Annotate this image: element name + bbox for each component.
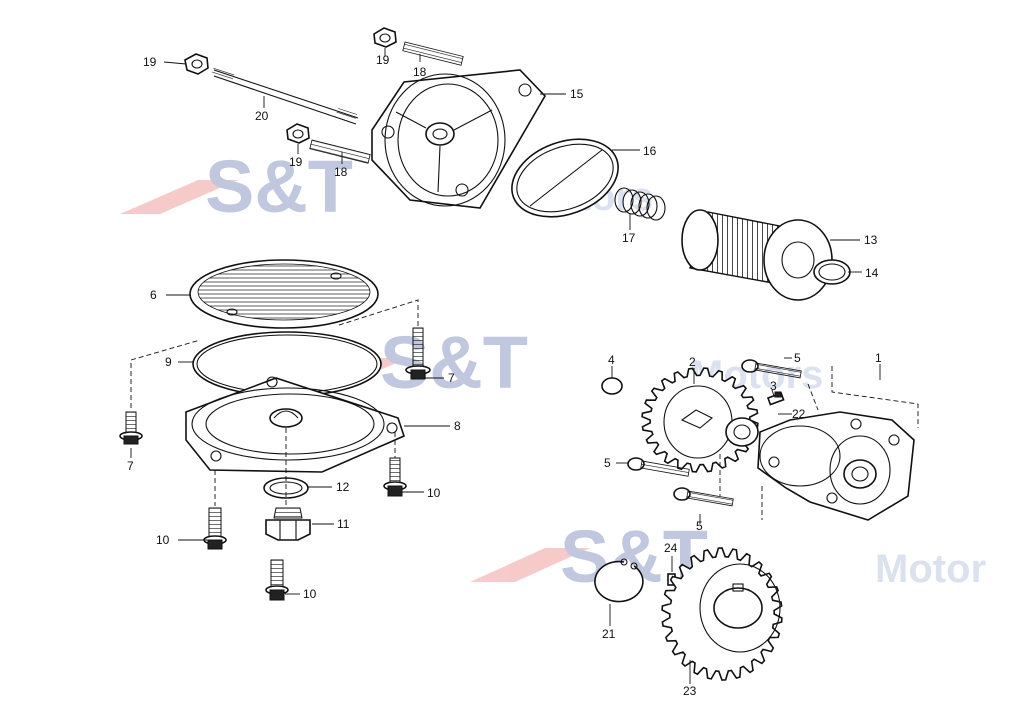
callout-21: 21 — [602, 627, 616, 641]
leader-lines — [130, 48, 881, 684]
callout-5-top: 5 — [794, 351, 801, 365]
short-stud-part-top — [402, 41, 464, 66]
pump-screw-part-middle — [627, 457, 690, 477]
flange-screw-part-left — [119, 411, 143, 445]
bolt-part-bottom — [265, 559, 289, 601]
callout-4: 4 — [608, 353, 615, 367]
callout-15: 15 — [570, 87, 584, 101]
callout-16: 16 — [643, 144, 657, 158]
callout-11: 11 — [337, 517, 350, 531]
callout-14: 14 — [865, 266, 879, 280]
pump-screw-part-bottom — [673, 487, 734, 507]
callout-20: 20 — [255, 109, 269, 123]
callout-10-left: 10 — [156, 533, 170, 547]
callout-13: 13 — [864, 233, 878, 247]
callout-18-top: 18 — [413, 65, 427, 79]
short-stud-part-lower — [309, 139, 371, 164]
watermark-sub-bottom: Motor — [875, 547, 986, 591]
o-ring-large-part — [511, 138, 619, 218]
circlip-large-part — [594, 558, 644, 603]
o-ring-small-part — [813, 259, 851, 285]
nut-part-left — [184, 53, 209, 75]
callout-7-left: 7 — [127, 459, 134, 473]
circlip-small-part — [601, 377, 623, 395]
strainer-cover-plate-part — [185, 376, 405, 473]
oil-filter-part — [681, 209, 833, 301]
pump-shaft-washer-part — [725, 417, 759, 447]
bolt-part-right — [383, 457, 407, 497]
locating-pin-part — [774, 391, 782, 398]
pump-gear-part — [641, 367, 759, 473]
callout-19-top: 19 — [376, 53, 390, 67]
oil-strainer-screen-part — [189, 259, 379, 329]
callout-6: 6 — [150, 288, 157, 302]
filter-cover-part — [371, 69, 546, 209]
callout-9: 9 — [165, 355, 172, 369]
pump-drive-gear-part — [661, 547, 783, 681]
callout-23: 23 — [683, 684, 697, 698]
callout-3: 3 — [770, 379, 777, 393]
callout-8: 8 — [454, 419, 461, 433]
callout-12: 12 — [336, 480, 350, 494]
callout-10-right: 10 — [427, 486, 441, 500]
pump-screw-part-top — [741, 359, 802, 379]
callout-10-bottom: 10 — [303, 587, 317, 601]
watermark-brand-top: S&T — [205, 145, 353, 228]
callout-labels: 19 19 18 20 15 19 18 16 17 13 14 6 9 7 8… — [127, 53, 882, 698]
flange-screw-part-right — [405, 327, 431, 380]
watermark-logo-middle: S&T Motors — [300, 321, 823, 404]
callout-5-bottom: 5 — [696, 519, 703, 533]
callout-19-left: 19 — [143, 55, 157, 69]
callout-18-lower: 18 — [334, 165, 348, 179]
nut-part-top — [373, 27, 397, 48]
callout-22: 22 — [792, 407, 806, 421]
callout-2: 2 — [689, 355, 696, 369]
long-stud-part — [211, 65, 359, 125]
spring-part — [614, 187, 666, 221]
oil-pump-body-part — [757, 411, 915, 521]
callout-7-right: 7 — [448, 371, 455, 385]
drain-plug-part — [265, 507, 311, 541]
callout-5-middle: 5 — [604, 456, 611, 470]
bolt-part-left — [203, 507, 227, 550]
callout-24: 24 — [664, 541, 678, 555]
callout-19-middle: 19 — [289, 155, 303, 169]
nut-part-middle — [286, 123, 310, 144]
watermark-brand-middle: S&T — [380, 321, 528, 404]
callout-17: 17 — [622, 231, 636, 245]
callout-1: 1 — [875, 351, 882, 365]
